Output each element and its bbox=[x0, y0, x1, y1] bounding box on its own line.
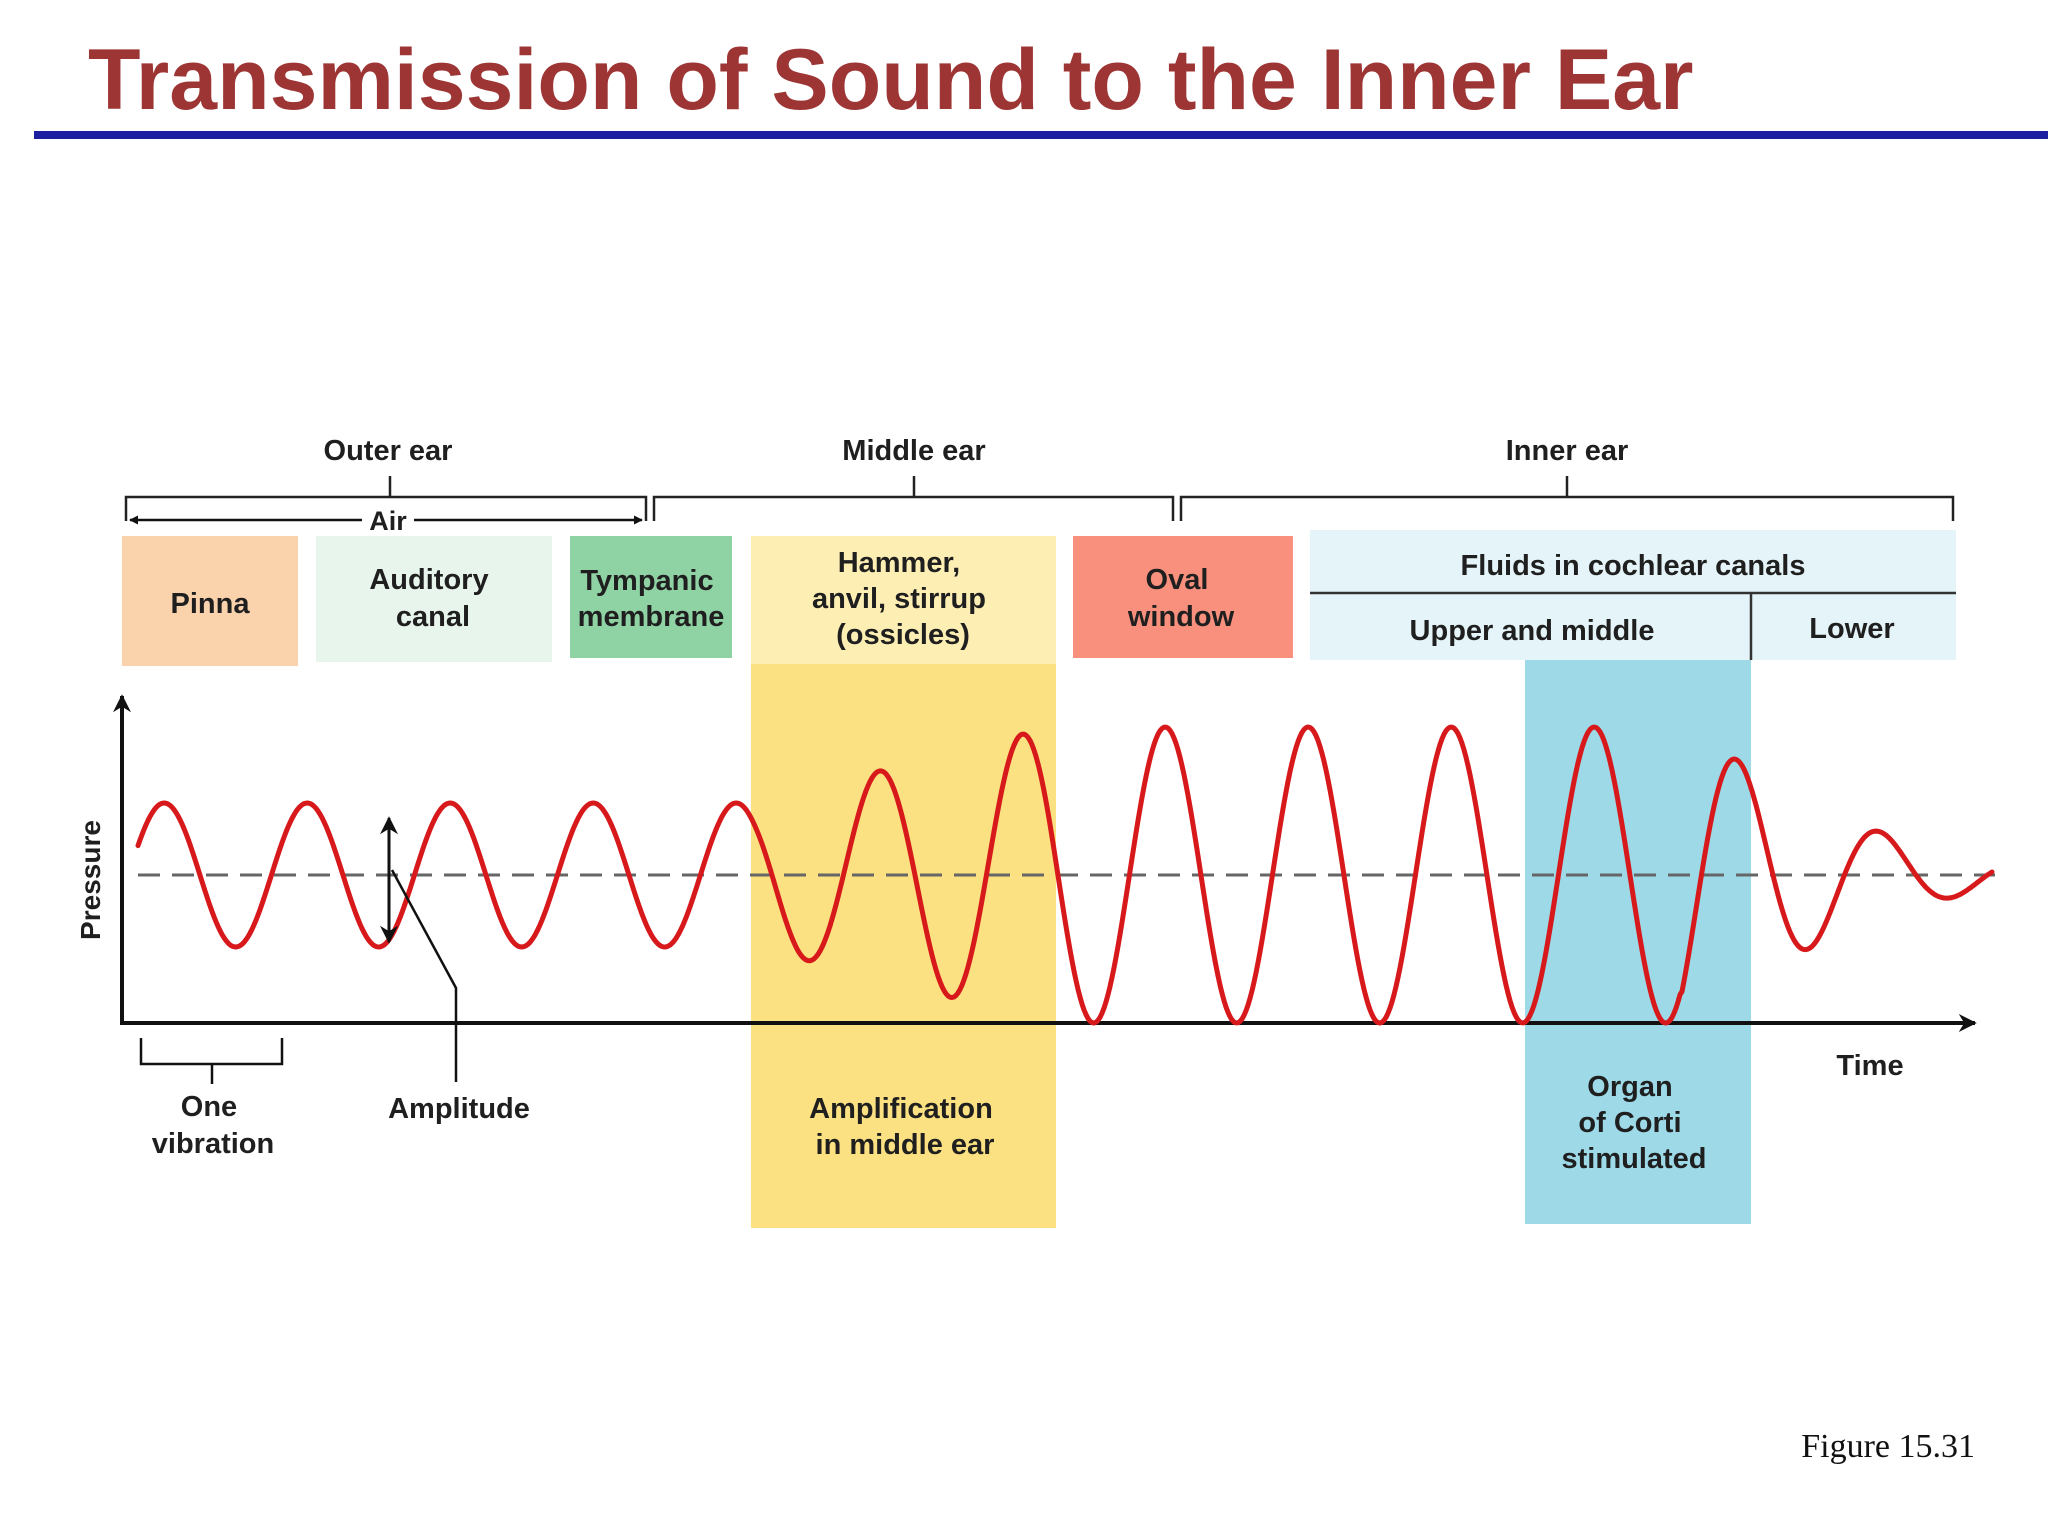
pinna-label-line: Pinna bbox=[171, 588, 251, 620]
pinna-label: Pinna bbox=[171, 588, 251, 620]
ossicles-label-line: Hammer, bbox=[838, 547, 961, 579]
oval-window-label: Oval window bbox=[1127, 564, 1235, 633]
ossicles-label-line: (ossicles) bbox=[836, 619, 970, 651]
air-label: Air bbox=[369, 506, 407, 536]
inner-ear-bracket bbox=[1179, 495, 1955, 521]
one-vibration-label-line: vibration bbox=[152, 1128, 274, 1160]
outer-ear-bracket bbox=[124, 495, 648, 521]
organ-of-corti-label-line: of Corti bbox=[1578, 1107, 1681, 1139]
organ-of-corti-band bbox=[1525, 660, 1751, 1224]
ossicles-box bbox=[751, 536, 1056, 664]
tympanic-membrane-box bbox=[570, 536, 732, 658]
one-vibration-label: One vibration bbox=[152, 1091, 274, 1160]
outer-ear-label: Outer ear bbox=[324, 435, 453, 467]
organ-of-corti-label: Organ of Corti stimulated bbox=[1561, 1071, 1706, 1175]
auditory-canal-box bbox=[316, 536, 552, 662]
sound-wave bbox=[135, 724, 1995, 1026]
auditory-canal-label: Auditory canal bbox=[369, 564, 496, 633]
tympanic-membrane-label: Tympanic membrane bbox=[578, 565, 725, 633]
one-vibration-label-line: One bbox=[181, 1091, 237, 1123]
slide-title: Transmission of Sound to the Inner Ear bbox=[88, 32, 1694, 128]
y-axis-label: Pressure bbox=[75, 820, 106, 940]
inner-ear-label: Inner ear bbox=[1506, 435, 1629, 467]
oval-window-label-line: Oval bbox=[1146, 564, 1209, 596]
auditory-canal-label-line: canal bbox=[396, 601, 470, 633]
title-rule bbox=[34, 131, 2048, 139]
oval-window-box bbox=[1073, 536, 1293, 658]
amplification-label-line: in middle ear bbox=[816, 1129, 995, 1161]
one-vibration-bracket bbox=[139, 1038, 284, 1066]
pinna-box bbox=[122, 536, 298, 666]
figure-label: Figure 15.31 bbox=[1801, 1428, 1975, 1465]
organ-of-corti-label-line: Organ bbox=[1587, 1071, 1672, 1103]
tympanic-membrane-label-line: Tympanic bbox=[580, 565, 713, 597]
fluids-header-label: Fluids in cochlear canals bbox=[1461, 550, 1806, 582]
middle-ear-bracket bbox=[652, 495, 1175, 521]
lower-label: Lower bbox=[1809, 613, 1894, 645]
ossicles-label: Hammer, anvil, stirrup (ossicles) bbox=[812, 547, 994, 651]
cochlear-fluids-box bbox=[1310, 530, 1956, 660]
tympanic-membrane-label-line: membrane bbox=[578, 601, 725, 633]
ossicles-label-line: anvil, stirrup bbox=[812, 583, 986, 615]
organ-of-corti-label-line: stimulated bbox=[1561, 1143, 1706, 1175]
amplitude-label: Amplitude bbox=[388, 1093, 530, 1125]
amplification-label: Amplification in middle ear bbox=[809, 1093, 1001, 1161]
auditory-canal-label-line: Auditory bbox=[369, 564, 488, 596]
amplification-band bbox=[751, 664, 1056, 1228]
amplitude-leader-line bbox=[390, 869, 458, 1082]
x-axis-label: Time bbox=[1836, 1050, 1903, 1082]
middle-ear-label: Middle ear bbox=[842, 435, 985, 467]
amplification-label-line: Amplification bbox=[809, 1093, 993, 1125]
upper-middle-label: Upper and middle bbox=[1410, 615, 1655, 647]
oval-window-label-line: window bbox=[1127, 601, 1235, 633]
